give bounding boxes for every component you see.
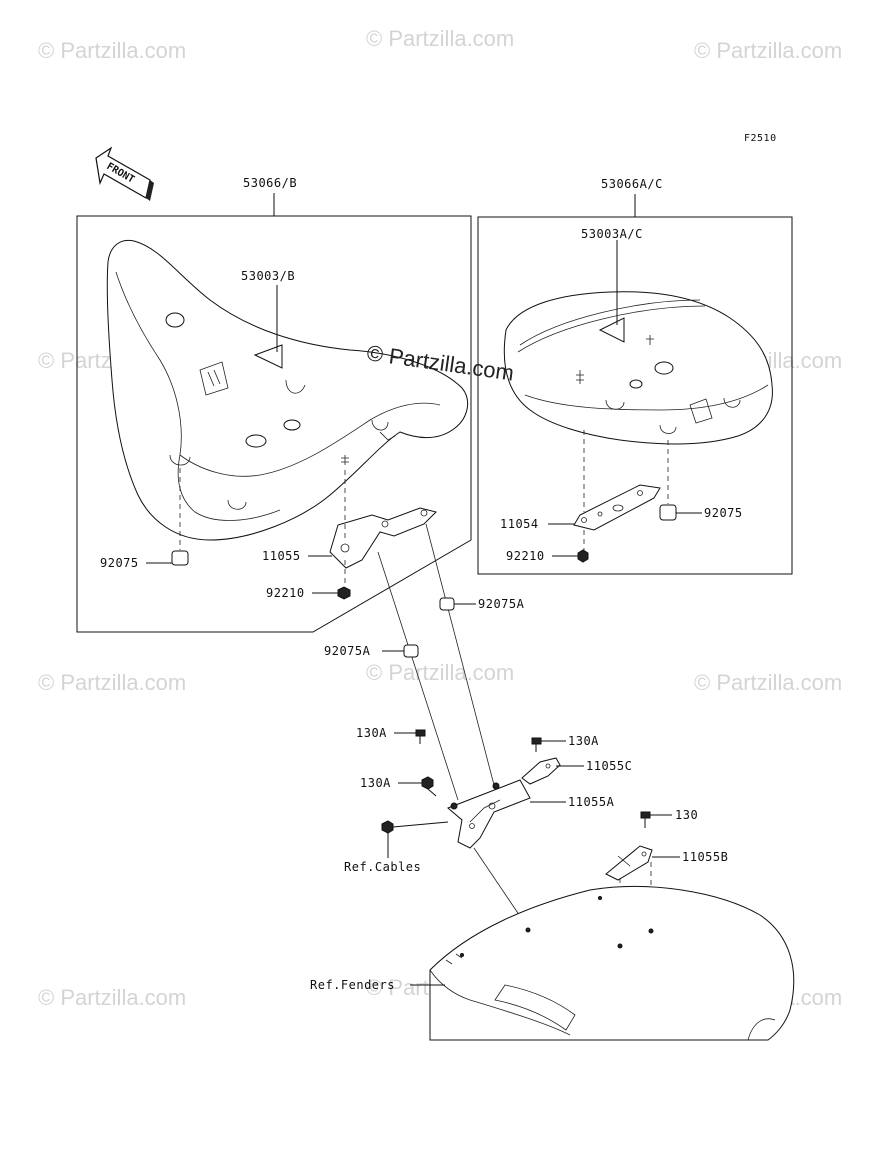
part-label-seat-right[interactable]: 53066A/C — [601, 177, 663, 191]
cable-clip-part — [381, 820, 449, 834]
part-label-damper-a-right[interactable]: 92075A — [478, 597, 525, 611]
bolt-130a-left-top-part[interactable] — [415, 729, 426, 744]
bracket-b-part[interactable] — [605, 845, 653, 881]
part-label-seat-left[interactable]: 53066/B — [243, 176, 297, 190]
part-label-nut-right[interactable]: 92210 — [506, 549, 545, 563]
part-label-nut-left[interactable]: 92210 — [266, 586, 305, 600]
left-seat-drawing — [106, 239, 469, 541]
watermark: © Partzilla.com — [38, 38, 186, 63]
bracket-a-part[interactable] — [447, 779, 531, 849]
part-label-bracket-b[interactable]: 11055B — [682, 850, 728, 864]
ref-cables-label[interactable]: Ref.Cables — [344, 860, 421, 874]
part-label-bracket-a[interactable]: 11055A — [568, 795, 615, 809]
part-label-cover-right[interactable]: 53003A/C — [581, 227, 643, 241]
part-label-bolt-130a-left-top[interactable]: 130A — [356, 726, 387, 740]
guide-line — [377, 551, 459, 801]
nut-right-part[interactable] — [577, 549, 589, 563]
bolt-130a-right-part[interactable] — [531, 737, 542, 752]
part-label-bracket-right[interactable]: 11054 — [500, 517, 539, 531]
part-label-damper-a-left[interactable]: 92075A — [324, 644, 371, 658]
bracket-left-part[interactable] — [329, 507, 437, 569]
bracket-right-part[interactable] — [573, 484, 661, 531]
guide-line — [425, 523, 495, 786]
watermark: © Partzilla.com — [366, 26, 514, 51]
seat-left-frame — [76, 215, 472, 633]
watermark: © Partzilla.com — [694, 670, 842, 695]
part-label-damper-left[interactable]: 92075 — [100, 556, 139, 570]
watermark: © Partzilla.com — [38, 670, 186, 695]
bracket-c-part[interactable] — [521, 757, 561, 785]
watermark: © Partzilla.com — [38, 985, 186, 1010]
figure-code: F2510 — [744, 133, 777, 144]
part-label-damper-right[interactable]: 92075 — [704, 506, 743, 520]
part-label-cover-left[interactable]: 53003/B — [241, 269, 295, 283]
watermark: © Partzilla.com — [694, 38, 842, 63]
damper-right-part[interactable] — [659, 504, 677, 521]
right-seat-drawing — [503, 291, 773, 445]
ref-fenders-label[interactable]: Ref.Fenders — [310, 978, 395, 992]
rear-fender-drawing — [429, 885, 795, 1041]
part-label-bolt-130a-left-bottom[interactable]: 130A — [360, 776, 391, 790]
part-label-bolt-130a-right[interactable]: 130A — [568, 734, 599, 748]
damper-a-left-part[interactable] — [403, 644, 419, 658]
part-label-bolt-130[interactable]: 130 — [675, 808, 698, 822]
damper-left-part[interactable] — [171, 550, 189, 566]
front-arrow-icon: FRONT — [95, 146, 154, 201]
bolt-130-part[interactable] — [640, 811, 651, 828]
nut-left-part[interactable] — [337, 586, 351, 600]
part-label-bracket-c[interactable]: 11055C — [586, 759, 632, 773]
damper-a-right-part[interactable] — [439, 597, 455, 611]
watermark: © Partzilla.com — [366, 660, 514, 685]
part-label-bracket-left[interactable]: 11055 — [262, 549, 301, 563]
bolt-130a-left-bottom-part[interactable] — [421, 776, 437, 797]
